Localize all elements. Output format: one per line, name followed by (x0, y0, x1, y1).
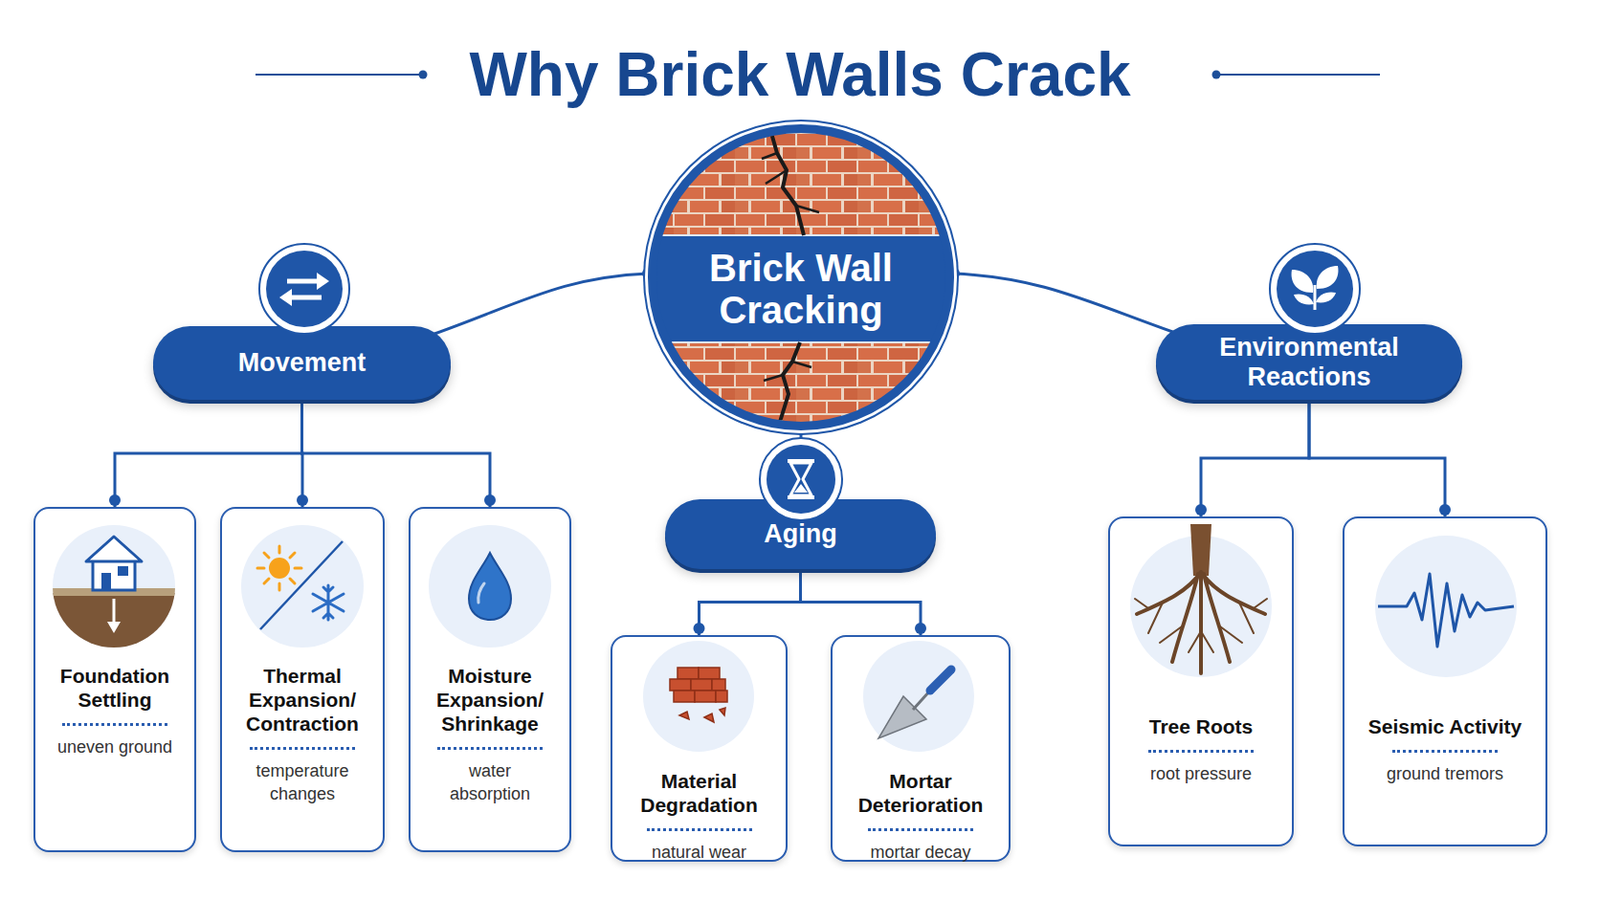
dotted-separator (867, 828, 974, 832)
cause-heading: Moisture Expansion/ Shrinkage (410, 664, 570, 736)
arrow-icon (287, 279, 318, 285)
connector (1195, 400, 1310, 517)
connector (948, 267, 1173, 333)
connector (434, 267, 654, 334)
title-rule-dot (1212, 70, 1222, 80)
dotted-separator (437, 747, 543, 751)
connector (800, 569, 928, 636)
hourglass-sand (794, 484, 808, 493)
connector-line (1309, 400, 1445, 517)
connector-line (699, 569, 801, 636)
cause-card: Mortar Deterioration mortar decay (830, 635, 1011, 863)
dotted-separator (249, 747, 356, 751)
connector-dot (1195, 504, 1207, 516)
connector-dot (296, 494, 309, 507)
hourglass-bar (787, 459, 815, 464)
connector (693, 569, 801, 636)
cause-description: mortar decay (862, 841, 978, 865)
connector-dot (914, 622, 927, 635)
connector-line (954, 273, 1173, 333)
central-topic-label: Brick Wall Cracking (681, 246, 921, 332)
category-label: Environmental Reactions (1203, 333, 1415, 393)
leaf-stem (1313, 285, 1317, 311)
title-rule-dot (419, 70, 428, 80)
cause-heading: Tree Roots (1141, 714, 1262, 739)
icon-disc (1276, 250, 1354, 328)
leaf-icon (1315, 291, 1336, 303)
diagram-title: Why Brick Walls Crack (0, 36, 1600, 113)
cause-card: Material Degradation natural wear (610, 635, 788, 863)
cause-description: uneven ground (49, 735, 180, 759)
connector-line (434, 273, 648, 334)
leaf-icon (1293, 293, 1314, 305)
connector-line (800, 569, 922, 636)
cause-card: Seismic Activity ground tremors (1342, 516, 1548, 847)
cause-heading: Foundation Settling (35, 664, 195, 712)
icon-ring (1269, 244, 1360, 334)
category-pill: Environmental Reactions (1155, 324, 1463, 400)
category-pill: Aging (665, 499, 936, 570)
dotted-separator (62, 723, 168, 727)
hourglass-icon (790, 463, 812, 496)
connector-dot (693, 622, 706, 635)
category-label: Movement (238, 348, 367, 378)
category-label: Aging (763, 519, 837, 550)
connector-line (114, 400, 303, 508)
category-pill: Movement (153, 326, 451, 400)
cause-description: root pressure (1142, 762, 1260, 786)
arrow-icon-head (316, 272, 330, 290)
cause-description: temperature changes (222, 759, 383, 806)
title-rule (1216, 73, 1380, 76)
leaf-icon (1291, 269, 1314, 293)
cause-heading: Thermal Expansion/ Contraction (222, 664, 383, 736)
connector-dot (109, 494, 121, 507)
dotted-separator (1392, 750, 1498, 754)
connector (1309, 400, 1451, 517)
connector (109, 400, 303, 508)
icon-disc (266, 250, 343, 328)
dotted-separator (1148, 750, 1254, 754)
arrow-icon (290, 295, 322, 301)
connector-dot (484, 494, 496, 507)
connector (302, 400, 497, 508)
cause-heading: Seismic Activity (1360, 714, 1530, 739)
cause-description: water absorption (420, 759, 560, 806)
cause-description: ground tremors (1378, 762, 1512, 786)
cause-description: natural wear (644, 841, 755, 865)
connector-line (302, 400, 491, 508)
title-rule (255, 73, 423, 76)
connector-dot (1439, 504, 1451, 516)
cause-heading: Mortar Deterioration (832, 769, 1009, 818)
connector-line (1200, 400, 1310, 517)
arrow-icon-head (279, 288, 292, 307)
cause-card: Tree Roots root pressure (1108, 516, 1294, 847)
connector-line (799, 430, 803, 500)
cause-heading: Material Degradation (612, 769, 786, 818)
icon-ring (259, 244, 350, 334)
cause-card: Thermal Expansion/ Contraction temperatur… (220, 507, 385, 853)
cause-card: Foundation Settling uneven ground (33, 507, 197, 853)
connector (800, 430, 802, 500)
central-topic-circle: Brick Wall Cracking (647, 124, 955, 431)
cause-card: Moisture Expansion/ Shrinkage water absor… (408, 507, 572, 853)
leaf-icon (1316, 266, 1339, 289)
dotted-separator (646, 828, 753, 832)
